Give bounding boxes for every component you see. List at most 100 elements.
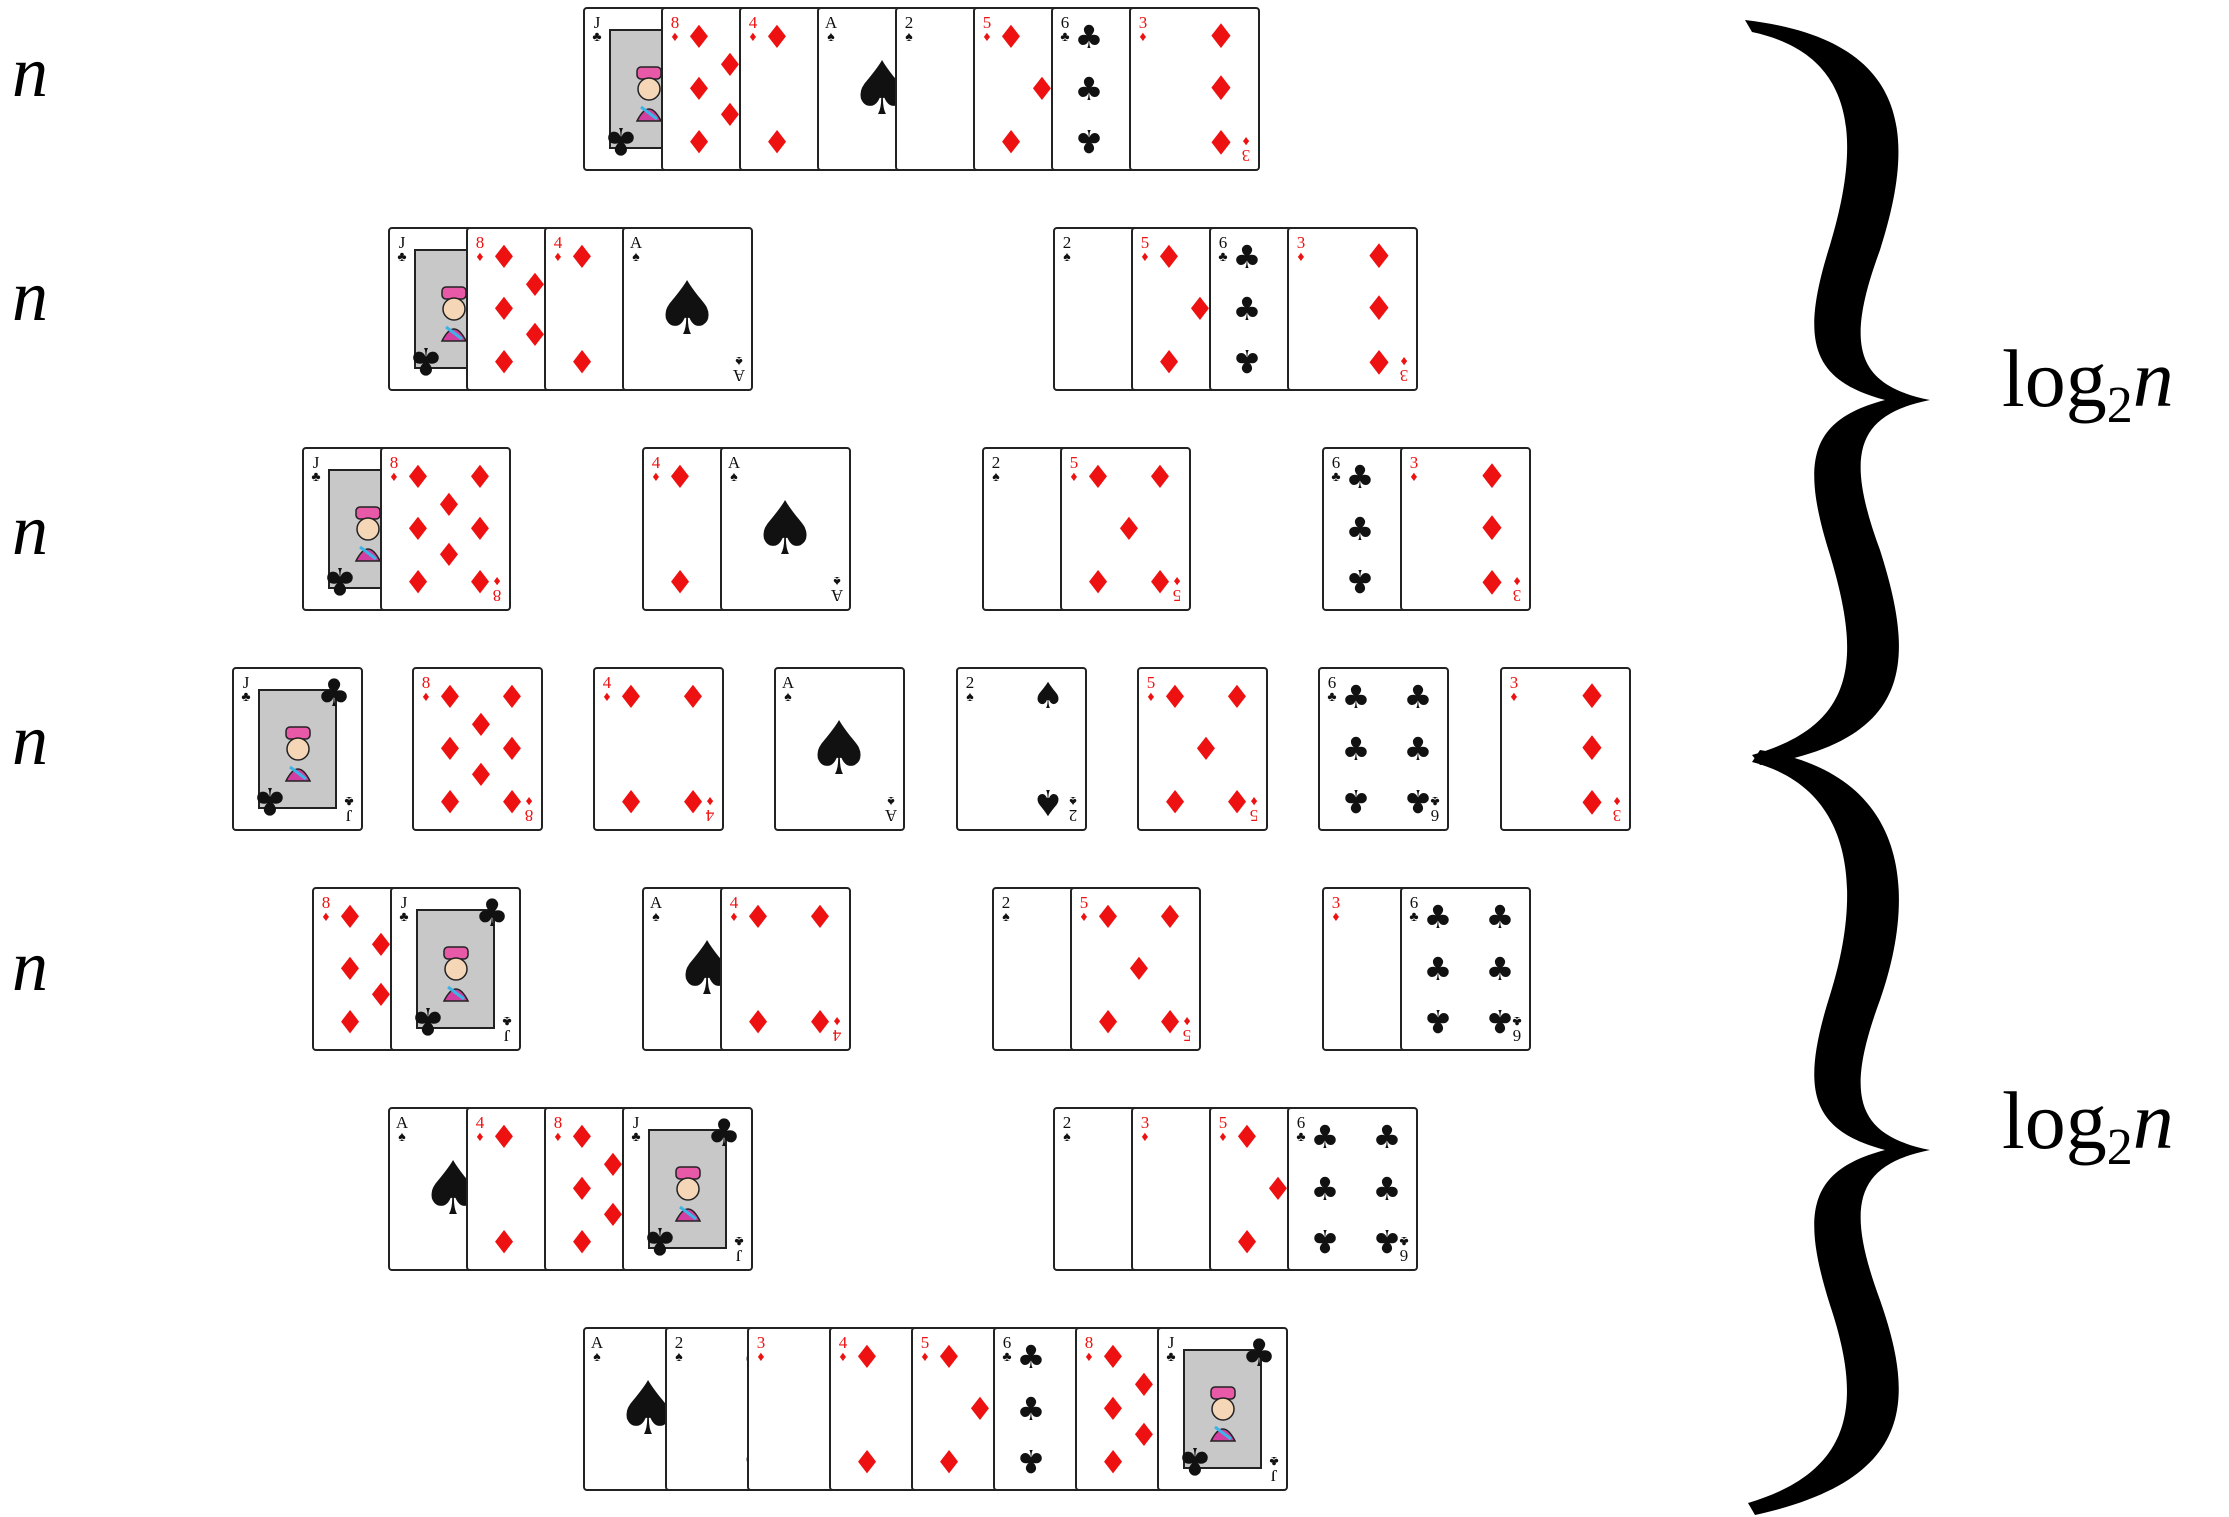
card-index-top: 8♦: [471, 234, 489, 265]
diamond-icon: ♦: [1364, 292, 1394, 326]
card-index-bottom: 3♦: [1237, 133, 1255, 164]
card-suit-icon: ♣: [393, 251, 411, 265]
card-rank: 5: [1173, 586, 1182, 605]
card-suit-icon: ♦: [1136, 251, 1154, 265]
diamond-icon: ♦: [1223, 681, 1252, 713]
card-index-top: 6♣: [1405, 894, 1423, 925]
diamond-icon: ♦: [679, 681, 708, 713]
club-icon: ♣: [1346, 513, 1375, 545]
card-index-top: 6♣: [1056, 14, 1074, 45]
diamond-icon: ♦: [1364, 344, 1394, 378]
card-suit-icon: ♦: [916, 1351, 934, 1365]
card-rank: A: [733, 366, 745, 385]
card-suit-icon: ♦: [666, 31, 684, 45]
club-icon: ♣: [1075, 73, 1104, 105]
diamond-icon: ♦: [685, 21, 714, 53]
card-index-top: 3♦: [1327, 894, 1345, 925]
card-suit-icon: ♠: [828, 573, 846, 587]
card-index-bottom: J♣: [340, 793, 358, 824]
card-rank: 6: [1400, 1246, 1409, 1265]
diamond-icon: ♦: [404, 565, 433, 597]
card-suit-icon: ♠: [882, 793, 900, 807]
card-suit-icon: ♣: [498, 1013, 516, 1027]
playing-card: 6♣♣♣♣♣♣♣6♣: [1287, 1107, 1418, 1271]
card-index-bottom: 3♦: [1608, 793, 1626, 824]
card-index-top: 3♦: [1134, 14, 1152, 45]
card-suit-icon: ♦: [1065, 471, 1083, 485]
diamond-icon: ♦: [1155, 345, 1184, 377]
card-suit-icon: ♠: [1064, 793, 1082, 807]
card-index-top: 4♦: [834, 1334, 852, 1365]
card-index-top: J♣: [237, 674, 255, 705]
card-index-top: 6♣: [1214, 234, 1232, 265]
card-index-top: 5♦: [1142, 674, 1160, 705]
card-index-top: 3♦: [752, 1334, 770, 1365]
diamond-icon: ♦: [1084, 565, 1113, 597]
club-icon: ♣: [643, 1222, 677, 1260]
card-suit-icon: ♣: [1056, 31, 1074, 45]
playing-card: 4♦♦♦♦♦4♦: [720, 887, 851, 1051]
diamond-icon: ♦: [744, 901, 773, 933]
card-suit-icon: ♦: [1505, 691, 1523, 705]
card-index-bottom: 4♦: [828, 1013, 846, 1044]
card-index-top: J♣: [1162, 1334, 1180, 1365]
card-index-top: J♣: [393, 234, 411, 265]
card-suit-icon: ♠: [822, 31, 840, 45]
playing-card: 3♦♦♦♦3♦: [1287, 227, 1418, 391]
card-suit-icon: ♣: [627, 1131, 645, 1145]
diamond-icon: ♦: [763, 125, 792, 157]
lower-log-label: log2n: [2002, 1080, 2174, 1189]
spade-icon: ♠: [1032, 679, 1064, 715]
card-rank: A: [885, 806, 897, 825]
card-rank: J: [346, 806, 353, 825]
card-index-top: A♠: [725, 454, 743, 485]
card-index-top: 2♠: [961, 674, 979, 705]
card-index-bottom: 2♠: [1064, 793, 1082, 824]
card-rank: J: [736, 1246, 743, 1265]
club-icon: ♣: [1346, 565, 1375, 597]
card-suit-icon: ♣: [237, 691, 255, 705]
card-suit-icon: ♦: [1395, 353, 1413, 367]
card-suit-icon: ♦: [1142, 691, 1160, 705]
card-suit-icon: ♦: [1508, 573, 1526, 587]
diamond-icon: ♦: [490, 241, 519, 273]
diamond-icon: ♦: [1099, 1445, 1128, 1477]
spade-icon: ♠: [752, 492, 818, 566]
card-suit-icon: ♣: [1292, 1131, 1310, 1145]
card-index-top: J♣: [307, 454, 325, 485]
card-suit-icon: ♦: [1075, 911, 1093, 925]
card-suit-icon: ♠: [627, 251, 645, 265]
card-suit-icon: ♦: [828, 1013, 846, 1027]
club-icon: ♣: [1404, 681, 1433, 713]
card-rank: 3: [1242, 146, 1251, 165]
spade-icon: ♠: [806, 712, 872, 786]
diamond-icon: ♦: [1084, 461, 1113, 493]
card-index-top: J♣: [588, 14, 606, 45]
card-rank: 3: [1613, 806, 1622, 825]
playing-card: 5♦♦♦♦♦♦5♦: [1137, 667, 1268, 831]
diamond-icon: ♦: [1156, 901, 1185, 933]
card-index-top: 2♠: [1058, 1114, 1076, 1145]
card-index-bottom: 3♦: [1508, 573, 1526, 604]
club-icon: ♣: [1404, 733, 1433, 765]
card-suit-icon: ♦: [647, 471, 665, 485]
club-icon: ♣: [411, 1002, 445, 1040]
card-index-bottom: 5♦: [1245, 793, 1263, 824]
card-suit-icon: ♣: [1508, 1013, 1526, 1027]
card-index-bottom: J♣: [1265, 1453, 1283, 1484]
diamond-icon: ♦: [1125, 953, 1154, 985]
card-suit-icon: ♠: [997, 911, 1015, 925]
card-rank: A: [831, 586, 843, 605]
club-icon: ♣: [1178, 1442, 1212, 1480]
diamond-icon: ♦: [498, 733, 527, 765]
card-suit-icon: ♦: [1080, 1351, 1098, 1365]
diamond-icon: ♦: [1130, 1419, 1159, 1451]
diamond-icon: ♦: [466, 513, 495, 545]
card-suit-icon: ♦: [701, 793, 719, 807]
card-suit-icon: ♣: [307, 471, 325, 485]
diamond-icon: ♦: [1094, 1005, 1123, 1037]
card-suit-icon: ♣: [1395, 1233, 1413, 1247]
diamond-icon: ♦: [568, 345, 597, 377]
club-icon: ♣: [1311, 1121, 1340, 1153]
card-suit-icon: ♦: [752, 1351, 770, 1365]
